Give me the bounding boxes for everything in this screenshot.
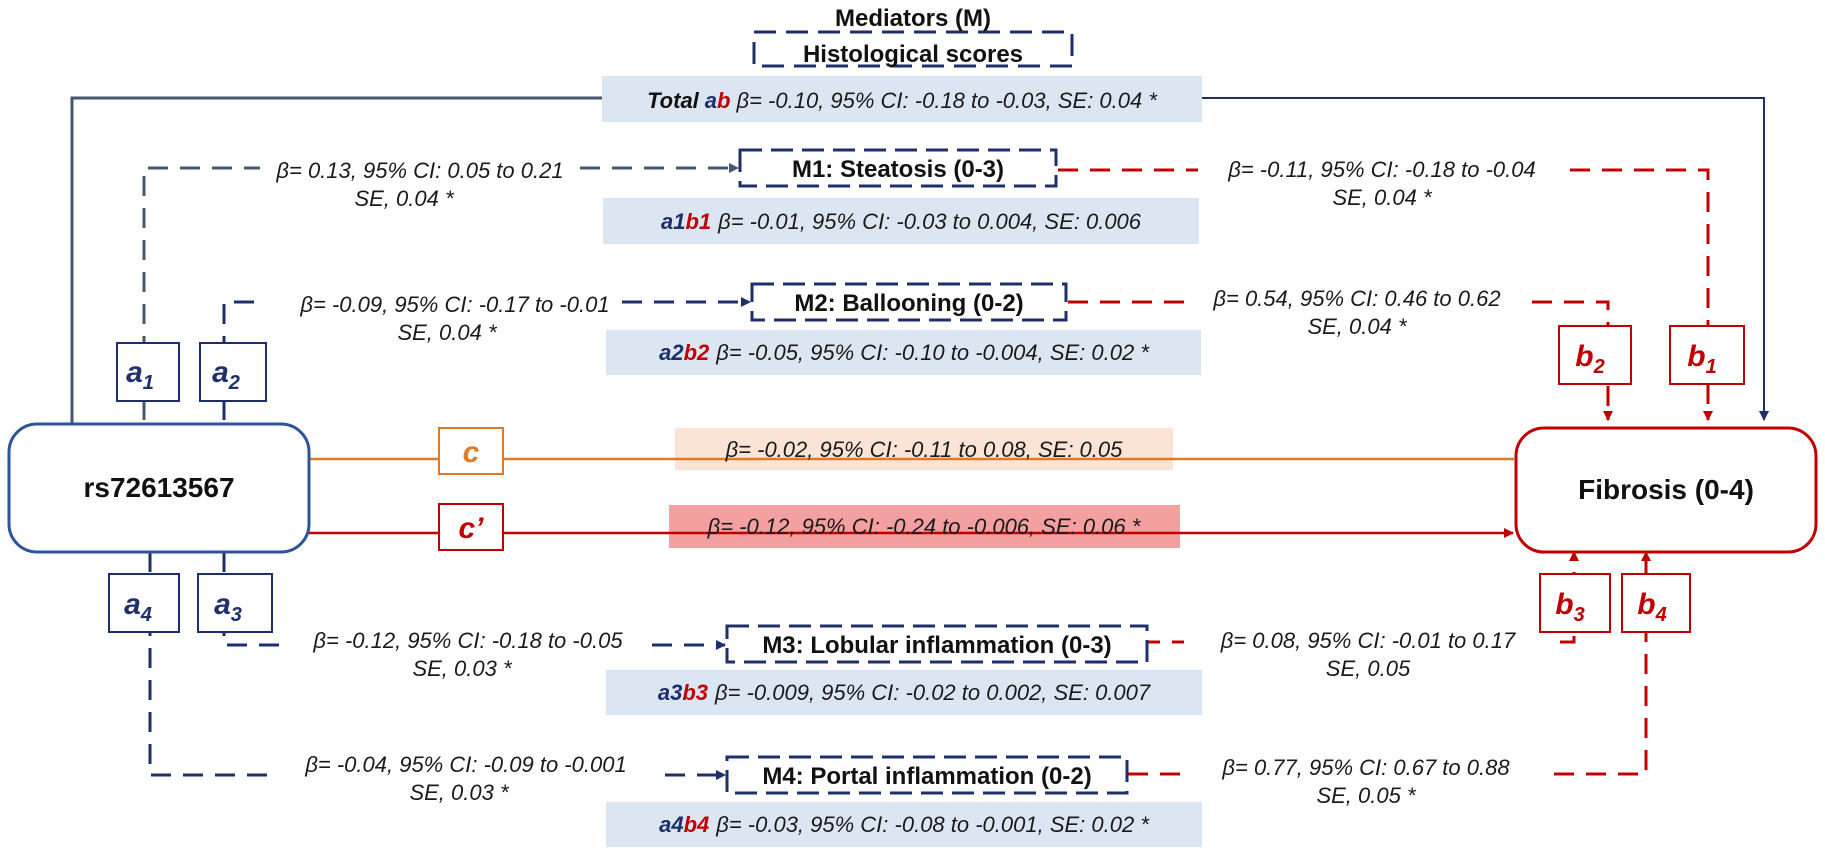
svg-text:c’: c’ xyxy=(458,512,484,545)
b2-stats-line1: β= 0.54, 95% CI: 0.46 to 0.62 xyxy=(1212,286,1500,311)
svg-text:a1: a1 xyxy=(126,356,154,394)
exposure-box xyxy=(7,422,311,554)
a4-stats-line1: β= -0.04, 95% CI: -0.09 to -0.001 xyxy=(304,752,626,777)
b1-stats-line1: β= -0.11, 95% CI: -0.18 to -0.04 xyxy=(1227,157,1536,182)
total-effect-stats: β= -0.02, 95% CI: -0.11 to 0.08, SE: 0.0… xyxy=(725,437,1124,462)
a3-path-line xyxy=(222,552,290,647)
outcome-label: Fibrosis (0-4) xyxy=(1578,474,1754,505)
ind-stats-m2: β= -0.05, 95% CI: -0.10 to -0.004, SE: 0… xyxy=(715,340,1150,365)
outcome-box xyxy=(1514,426,1818,554)
m1-label: M1: Steatosis (0-3) xyxy=(792,156,1004,183)
coef-a4-label: a4 xyxy=(108,573,180,633)
coef-c-prime-label: c’ xyxy=(438,503,504,551)
indirect-band-m3 xyxy=(606,670,1202,715)
coef-a3-label: a3 xyxy=(197,573,273,633)
exposure-label: rs72613567 xyxy=(83,472,234,503)
svg-text:b2: b2 xyxy=(1575,340,1604,378)
ind-a2: a2 xyxy=(659,340,684,365)
ind-a1: a1 xyxy=(661,209,685,234)
mediators-title-mask xyxy=(820,2,1010,30)
m2-label: M2: Ballooning (0-2) xyxy=(794,290,1023,317)
svg-text:b4: b4 xyxy=(1637,588,1666,626)
a1-stats-line1: β= 0.13, 95% CI: 0.05 to 0.21 xyxy=(275,158,563,183)
a3-stats-line1: β= -0.12, 95% CI: -0.18 to -0.05 xyxy=(312,628,623,653)
svg-text:b1: b1 xyxy=(1687,340,1716,378)
total-prefix: Total xyxy=(647,88,700,113)
a2-stats-line1: β= -0.09, 95% CI: -0.17 to -0.01 xyxy=(299,292,609,317)
mediators-subtitle: Histological scores xyxy=(803,41,1023,68)
m1-box xyxy=(738,148,1058,188)
total-indirect-band xyxy=(602,76,1202,122)
mediators-title: Mediators (M) xyxy=(835,5,991,32)
svg-text:a2: a2 xyxy=(212,356,240,394)
svg-text:a4: a4 xyxy=(124,588,152,626)
b4-stats-line1: β= 0.77, 95% CI: 0.67 to 0.88 xyxy=(1221,755,1510,780)
indirect-band-m4 xyxy=(606,802,1202,847)
mediators-header-box xyxy=(752,30,1074,68)
a1-path-line xyxy=(142,166,260,420)
coef-a1-label: a1 xyxy=(116,342,180,402)
b1-stats-line2: SE, 0.04 * xyxy=(1332,185,1433,210)
a2-stats-line2: SE, 0.04 * xyxy=(397,320,498,345)
coef-b1-label: b1 xyxy=(1669,325,1745,385)
direct-effect-band xyxy=(669,505,1180,548)
b2-path-line-right xyxy=(1532,300,1613,421)
coef-b3-label: b3 xyxy=(1539,573,1611,633)
ind-b3: b3 xyxy=(682,680,708,705)
total-b: b xyxy=(717,88,730,113)
indirect-band-m2 xyxy=(606,330,1201,375)
a3-stats-line2: SE, 0.03 * xyxy=(412,656,513,681)
b3-stats-line1: β= 0.08, 95% CI: -0.01 to 0.17 xyxy=(1220,628,1516,653)
coef-b2-label: b2 xyxy=(1558,325,1632,385)
ind-b4: b4 xyxy=(684,812,710,837)
ind-a4: a4 xyxy=(659,812,683,837)
a1-stats-line2: SE, 0.04 * xyxy=(354,186,455,211)
svg-text:c: c xyxy=(463,436,480,469)
direct-effect-stats: β= -0.12, 95% CI: -0.24 to -0.006, SE: 0… xyxy=(707,514,1142,539)
indirect-band-m1 xyxy=(603,198,1199,244)
total-path-line xyxy=(70,96,602,423)
svg-text:b3: b3 xyxy=(1555,588,1584,626)
total-a: a xyxy=(705,88,717,113)
ind-stats-m4: β= -0.03, 95% CI: -0.08 to -0.001, SE: 0… xyxy=(715,812,1150,837)
coef-a2-label: a2 xyxy=(199,342,267,402)
coef-b4-label: b4 xyxy=(1621,573,1691,633)
ind-stats-m3: β= -0.009, 95% CI: -0.02 to 0.002, SE: 0… xyxy=(714,680,1151,705)
total-effect-band xyxy=(675,428,1173,470)
m4-label: M4: Portal inflammation (0-2) xyxy=(762,763,1091,790)
svg-text:a3: a3 xyxy=(214,588,242,626)
ind-a3: a3 xyxy=(658,680,682,705)
ind-b2: b2 xyxy=(684,340,710,365)
m4-box xyxy=(725,755,1129,795)
total-path-line-right xyxy=(1202,97,1769,421)
m3-label: M3: Lobular inflammation (0-3) xyxy=(762,632,1111,659)
m3-box xyxy=(725,624,1149,664)
ind-b1: b1 xyxy=(685,209,711,234)
m2-box xyxy=(750,282,1068,322)
total-stats: β= -0.10, 95% CI: -0.18 to -0.03, SE: 0.… xyxy=(736,88,1159,113)
b2-stats-line2: SE, 0.04 * xyxy=(1307,314,1408,339)
b4-stats-line2: SE, 0.05 * xyxy=(1316,783,1417,808)
ind-stats-m1: β= -0.01, 95% CI: -0.03 to 0.004, SE: 0.… xyxy=(717,209,1142,234)
a4-stats-line2: SE, 0.03 * xyxy=(409,780,510,805)
coef-c-label: c xyxy=(438,427,504,475)
b3-stats-line2: SE, 0.05 xyxy=(1326,656,1411,681)
